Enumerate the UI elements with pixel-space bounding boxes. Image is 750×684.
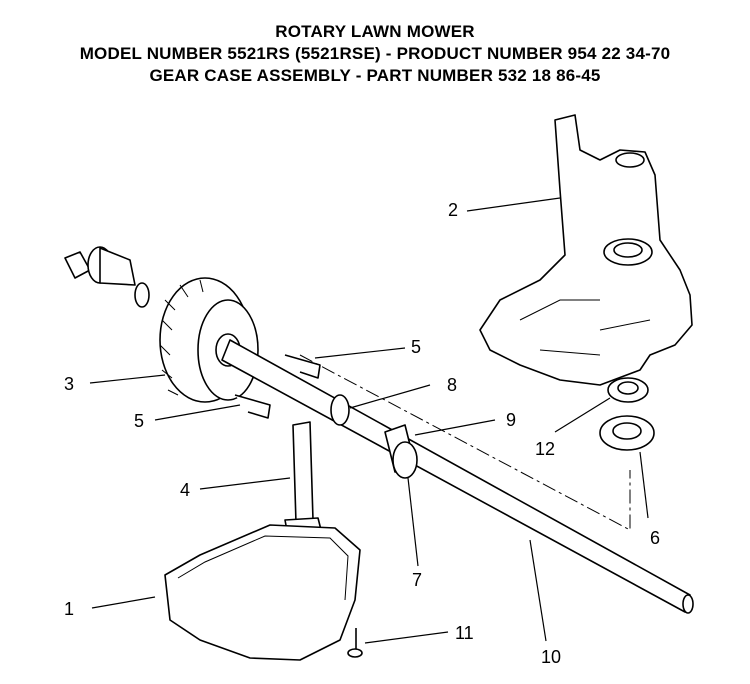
gear-case-top [479, 114, 693, 386]
small-bearing [607, 377, 649, 403]
callout-1: 1 [64, 599, 74, 619]
callout-5-lower: 5 [134, 411, 144, 431]
callout-2: 2 [448, 200, 458, 220]
washer [330, 394, 350, 426]
gear-case-bottom [164, 524, 361, 661]
callout-6: 6 [650, 528, 660, 548]
bearing-sleeve [384, 424, 418, 479]
large-bearing [599, 415, 655, 451]
callout-4: 4 [180, 480, 190, 500]
callout-11: 11 [455, 623, 474, 643]
worm-gear [159, 277, 259, 403]
model-product-line: MODEL NUMBER 5521RS (5521RSE) - PRODUCT … [79, 44, 671, 63]
screw [347, 628, 363, 658]
callout-7: 7 [412, 570, 422, 590]
callout-8: 8 [447, 375, 457, 395]
diagram-title: ROTARY LAWN MOWER [275, 22, 475, 41]
callout-12: 12 [535, 439, 555, 459]
assembly-part-line: GEAR CASE ASSEMBLY - PART NUMBER 532 18 … [149, 66, 601, 85]
callout-3: 3 [64, 374, 74, 394]
callout-5-upper: 5 [411, 337, 421, 357]
retaining-clip-upper [284, 354, 321, 379]
callout-10: 10 [541, 647, 561, 667]
retaining-clip-lower [234, 394, 271, 419]
leader-lines [89, 197, 649, 644]
callout-9: 9 [506, 410, 516, 430]
shaft-left-end [64, 246, 150, 308]
